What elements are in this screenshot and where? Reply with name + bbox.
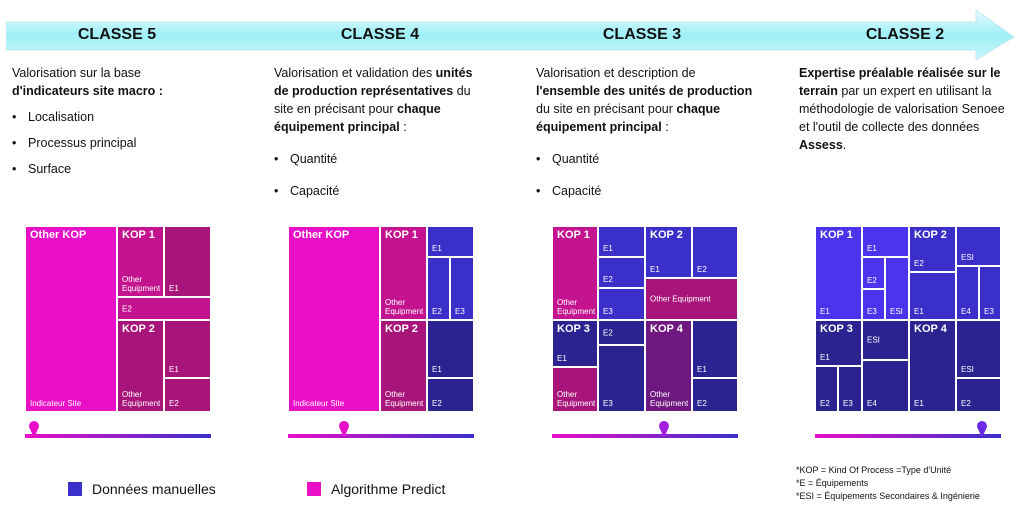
mix-slider-class-4 [288, 420, 474, 444]
footnote: *E = Équipements [796, 478, 869, 488]
bullet-item: Capacité [274, 182, 486, 200]
treemap-cell-esi: ESI [956, 226, 1001, 266]
treemap-cell-e1: E1 [862, 226, 909, 257]
treemap-cell-e2: E2 [956, 378, 1001, 412]
slider-marker-icon [29, 421, 40, 438]
treemap-cell-e2: E2 [427, 257, 450, 320]
treemap-cell-esi: ESI [956, 320, 1001, 378]
treemap-cell-e1: E1 [692, 320, 738, 378]
treemap-cell-e3: E3 [979, 266, 1001, 320]
footnotes: *KOP = Kind Of Process =Type d'Unité *E … [796, 464, 980, 503]
class-2-description: Expertise préalable réalisée sur le terr… [799, 66, 1005, 152]
treemap-cell-e3: E3 [598, 345, 645, 412]
treemap-cell-e1: E1 [909, 272, 956, 320]
treemap-cell-other-equipment: Other Equipment [645, 278, 738, 320]
mix-slider-class-2 [815, 420, 1001, 444]
treemap-cell-e3: E3 [450, 257, 474, 320]
mix-slider-class-3 [552, 420, 738, 444]
mix-slider-class-5 [25, 420, 211, 444]
treemap-cell-e2: E2 [862, 257, 885, 289]
legend-swatch-magenta [307, 482, 321, 496]
treemap-cell-e1: E1 [164, 320, 211, 378]
treemap-cell-e2: E2 [692, 378, 738, 412]
bullet-item: Capacité [536, 182, 756, 200]
progress-arrow-banner [6, 10, 1015, 60]
legend-swatch-blue [68, 482, 82, 496]
legend-manual: Données manuelles [68, 481, 216, 497]
treemap-cell-other-equipment: Other Equipment [552, 367, 598, 412]
slider-marker-icon [658, 421, 669, 438]
treemap-cell-e2: E2 [427, 378, 474, 412]
treemap-cell-e1: E1 [427, 320, 474, 378]
treemap-cell-e2: E2 [815, 366, 838, 412]
treemap-cell-e1: E1 [598, 226, 645, 257]
class-3-title: CLASSE 3 [602, 26, 682, 43]
treemap-cell-e4: E4 [862, 360, 909, 412]
class-3-description: Valorisation et description de l'ensembl… [536, 64, 756, 208]
treemap-cell-e2: E2 [598, 320, 645, 345]
treemap-cell-e4: E4 [956, 266, 979, 320]
footnote: *ESI = Équipements Secondaires & Ingénie… [796, 491, 980, 501]
treemap-cell-e1: E1 [427, 226, 474, 257]
treemap-cell-e3: E3 [598, 288, 645, 320]
class-2-title: CLASSE 2 [865, 26, 945, 43]
class-4-description: Valorisation et validation des unités de… [274, 64, 486, 208]
class-5-title: CLASSE 5 [77, 26, 157, 43]
treemap-cell-e2: E2 [598, 257, 645, 288]
bullet-item: Quantité [536, 150, 756, 168]
footnote: *KOP = Kind Of Process =Type d'Unité [796, 465, 952, 475]
bullet-item: Localisation [12, 108, 232, 126]
treemap-cell-e2: E2 [164, 378, 211, 412]
bullet-item: Processus principal [12, 134, 232, 152]
class-4-title: CLASSE 4 [340, 26, 420, 43]
slider-marker-icon [338, 421, 349, 438]
class-5-description: Valorisation sur la base d'indicateurs s… [12, 64, 232, 186]
treemap-cell-e3: E3 [838, 366, 862, 412]
bullet-item: Surface [12, 160, 232, 178]
treemap-cell-e2: E2 [692, 226, 738, 278]
treemap-cell-e2: E2 [117, 297, 211, 320]
legend-algorithm: Algorithme Predict [307, 481, 445, 497]
slider-marker-icon [977, 421, 988, 438]
bullet-item: Quantité [274, 150, 486, 168]
treemap-cell-esi: ESI [862, 320, 909, 360]
treemap-cell-esi: ESI [885, 257, 909, 320]
treemap-cell-e3: E3 [862, 289, 885, 320]
treemap-cell-e1: E1 [164, 226, 211, 297]
